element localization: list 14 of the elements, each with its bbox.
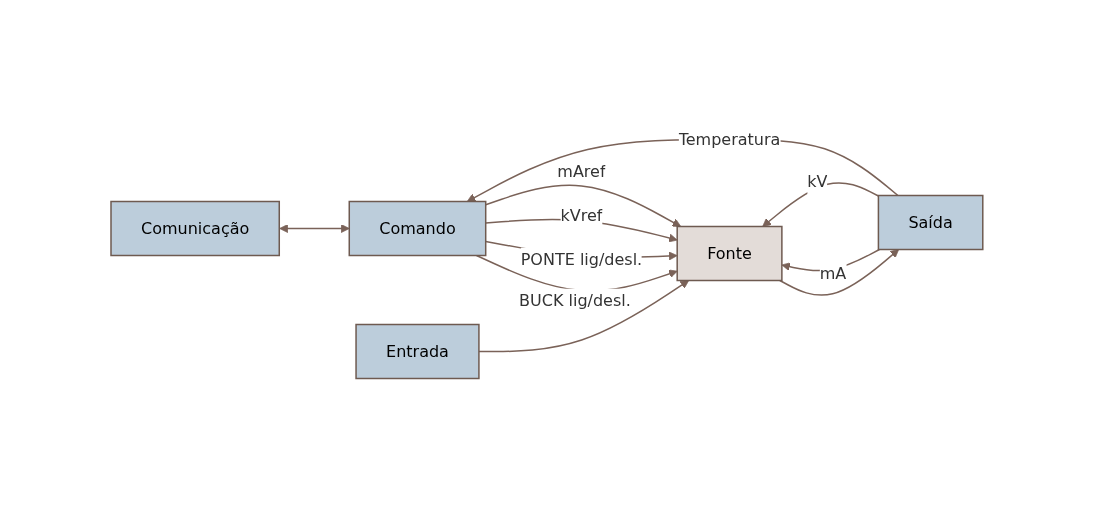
edge-label: Temperatura: [678, 129, 780, 149]
edge-label: PONTE lig/desl.: [520, 249, 642, 269]
node-box: Fonte: [676, 225, 783, 282]
node-box: Saída: [877, 194, 984, 251]
edge-label: kV: [806, 171, 828, 191]
node-box: Comunicação: [109, 200, 280, 257]
node-box: Comando: [348, 200, 487, 257]
node-box: Entrada: [354, 323, 480, 380]
edge-label: BUCK lig/desl.: [518, 290, 631, 310]
edge-label: mA: [819, 264, 846, 284]
arrow: [466, 138, 899, 202]
edge-label: kVref: [560, 205, 603, 225]
arrow: [761, 182, 879, 227]
edge-label: mAref: [556, 161, 606, 181]
